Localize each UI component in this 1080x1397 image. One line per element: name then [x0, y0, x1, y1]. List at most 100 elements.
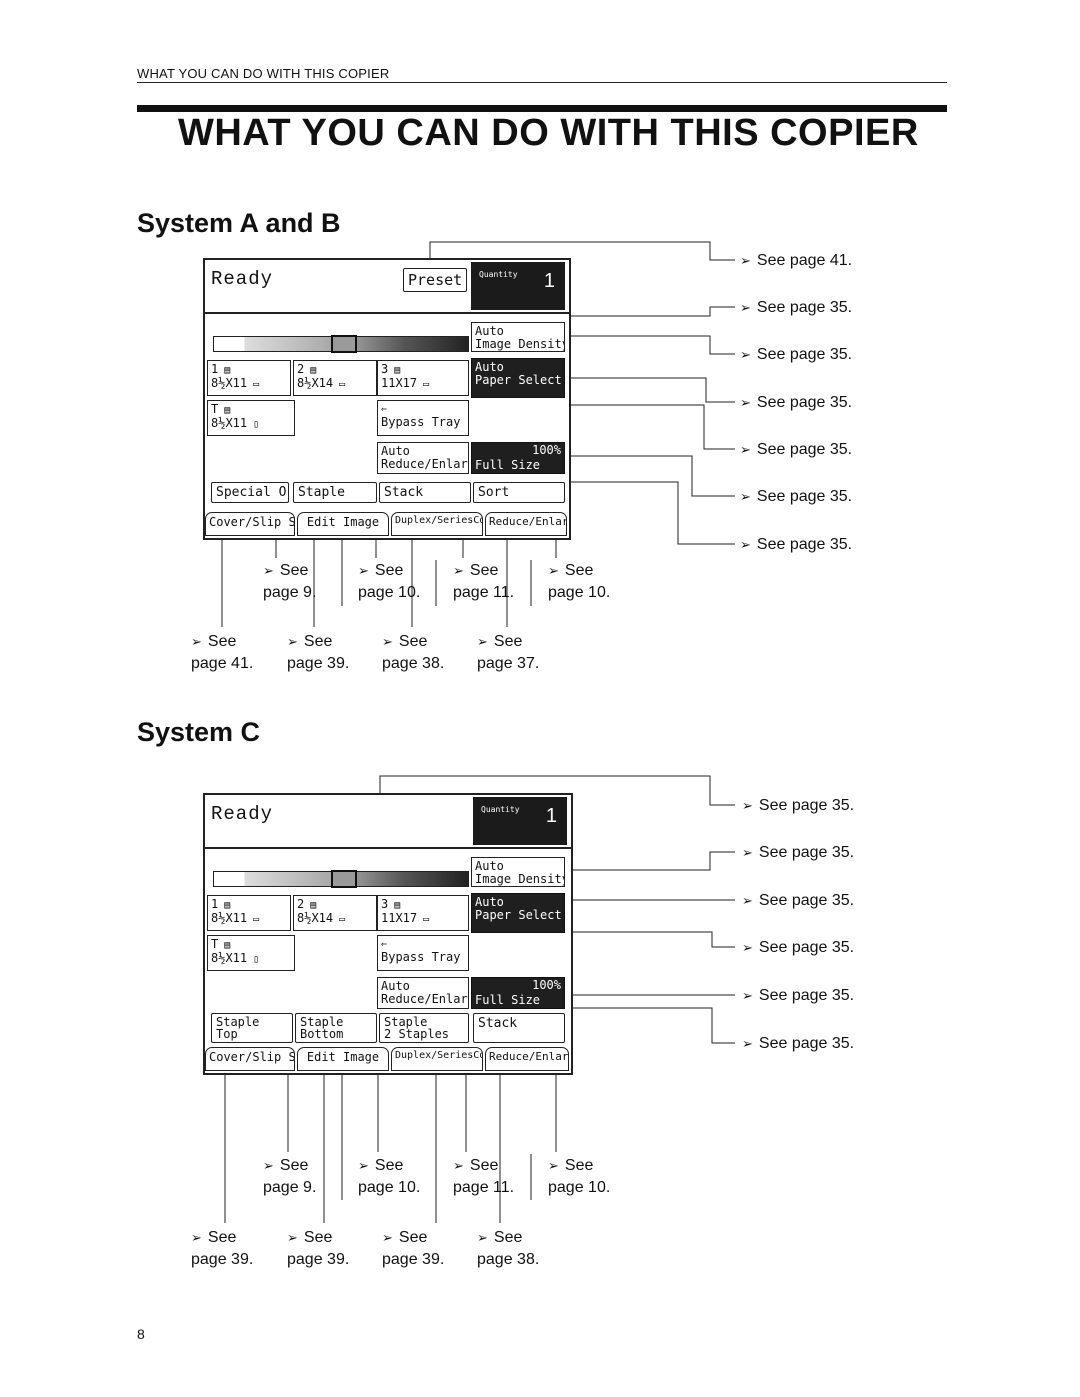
- right-ref-2: ➢See page 35.: [740, 299, 853, 316]
- tray-1-button[interactable]: 1 ▤ 8½X11 ▭: [207, 360, 291, 396]
- tray-icon: ▤: [218, 405, 231, 416]
- paper-orientation-icon: ▭: [417, 914, 430, 925]
- quantity-display: Quantity 1: [471, 262, 565, 310]
- tray-2-button[interactable]: 2 ▤ 8½X14 ▭: [293, 895, 377, 931]
- tray-icon: ▤: [218, 940, 231, 951]
- quantity-display: Quantity 1: [473, 797, 567, 845]
- quantity-label: Quantity: [481, 805, 520, 814]
- tray-t-button[interactable]: T ▤ 8½X11 ▯: [207, 935, 295, 971]
- message-area: Ready Quantity 1: [205, 795, 571, 849]
- preset-button[interactable]: Preset: [403, 268, 468, 292]
- tray-icon: ▤: [218, 365, 231, 376]
- quantity-value: 1: [545, 805, 557, 827]
- special-original-button[interactable]: Special Orig.: [211, 482, 289, 503]
- right-ref-1: ➢See page 41.: [740, 252, 853, 269]
- bypass-tray-button[interactable]: ⇐ Bypass Tray: [377, 935, 469, 971]
- header-rule: [137, 82, 947, 83]
- right-ref-3: ➢See page 35.: [740, 346, 853, 363]
- paper-orientation-icon: ▭: [247, 379, 260, 390]
- staple-button[interactable]: Staple: [293, 482, 377, 503]
- tray-icon: ▤: [304, 900, 317, 911]
- sort-button[interactable]: Sort: [473, 482, 565, 503]
- tab-edit-image[interactable]: Edit Image: [297, 1047, 389, 1071]
- bypass-tray-icon: ⇐: [381, 939, 388, 950]
- tab-edit-image[interactable]: Edit Image: [297, 512, 389, 536]
- quantity-label: Quantity: [479, 270, 518, 279]
- right-ref-5: ➢See page 35.: [742, 987, 855, 1004]
- tray-icon: ▤: [388, 900, 401, 911]
- tray-2-button[interactable]: 2 ▤ 8½X14 ▭: [293, 360, 377, 396]
- paper-orientation-icon: ▯: [247, 419, 260, 430]
- quantity-value: 1: [543, 270, 555, 292]
- stack-button[interactable]: Stack: [473, 1013, 565, 1043]
- right-ref-4: ➢See page 35.: [740, 394, 853, 411]
- tab-cover-slip-sheet[interactable]: Cover/Slip Sheet: [205, 512, 295, 536]
- tab-reduce-enlarge[interactable]: Reduce/Enlarge: [485, 1047, 569, 1071]
- ready-message: Ready: [211, 268, 274, 290]
- tab-duplex-series-copies[interactable]: Duplex/SeriesCopies: [391, 1047, 483, 1071]
- page-number: 8: [137, 1326, 145, 1342]
- tray-t-button[interactable]: T ▤ 8½X11 ▯: [207, 400, 295, 436]
- running-head: WHAT YOU CAN DO WITH THIS COPIER: [137, 66, 390, 81]
- right-ref-6: ➢See page 35.: [740, 488, 853, 505]
- tab-cover-slip-sheet[interactable]: Cover/Slip Sheet: [205, 1047, 295, 1071]
- tray-1-button[interactable]: 1 ▤ 8½X11 ▭: [207, 895, 291, 931]
- tray-3-button[interactable]: 3 ▤ 11X17 ▭: [377, 895, 469, 931]
- tray-icon: ▤: [304, 365, 317, 376]
- right-ref-4: ➢See page 35.: [742, 939, 855, 956]
- tab-duplex-series-copies[interactable]: Duplex/SeriesCopies: [391, 512, 483, 536]
- paper-orientation-icon: ▭: [333, 914, 346, 925]
- tray-icon: ▤: [388, 365, 401, 376]
- tab-reduce-enlarge[interactable]: Reduce/Enlarge: [485, 512, 567, 536]
- tray-icon: ▤: [218, 900, 231, 911]
- density-slider-knob[interactable]: [331, 335, 357, 353]
- page-title: WHAT YOU CAN DO WITH THIS COPIER: [178, 112, 919, 154]
- density-slider-knob[interactable]: [331, 870, 357, 888]
- bypass-tray-button[interactable]: ⇐ Bypass Tray: [377, 400, 469, 436]
- paper-orientation-icon: ▯: [247, 954, 260, 965]
- right-ref-5: ➢See page 35.: [740, 441, 853, 458]
- stack-button[interactable]: Stack: [379, 482, 471, 503]
- right-ref-1: ➢See page 35.: [742, 797, 855, 814]
- full-size-button[interactable]: 100% Full Size: [471, 442, 565, 474]
- right-ref-3: ➢See page 35.: [742, 892, 855, 909]
- title-rule: [137, 105, 947, 112]
- ready-message: Ready: [211, 803, 274, 825]
- paper-orientation-icon: ▭: [333, 379, 346, 390]
- right-ref-7: ➢See page 35.: [740, 536, 853, 553]
- bypass-tray-icon: ⇐: [381, 404, 388, 415]
- section-heading-system-c: System C: [137, 717, 261, 747]
- right-ref-2: ➢See page 35.: [742, 844, 855, 861]
- full-size-button[interactable]: 100% Full Size: [471, 977, 565, 1009]
- paper-orientation-icon: ▭: [247, 914, 260, 925]
- tray-3-button[interactable]: 3 ▤ 11X17 ▭: [377, 360, 469, 396]
